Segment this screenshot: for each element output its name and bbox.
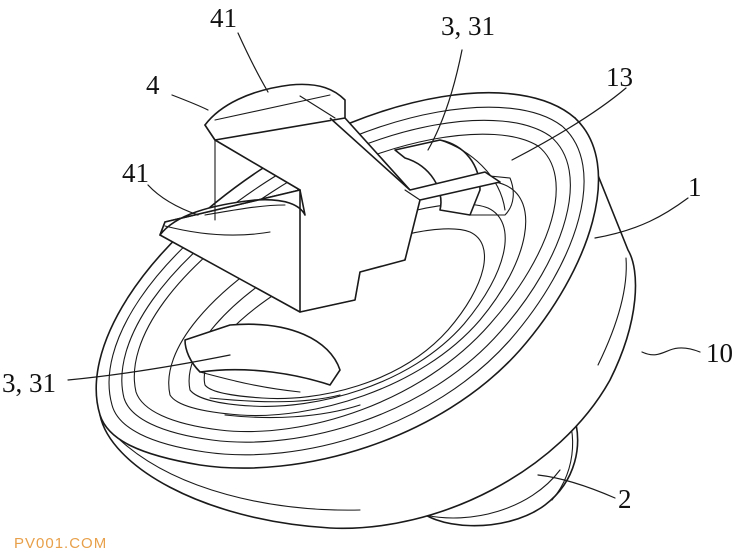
label-ref-10: 10 xyxy=(706,338,733,368)
label-ref-3-31-left: 3, 31 xyxy=(2,368,56,398)
label-ref-13: 13 xyxy=(606,62,633,92)
watermark-text: PV001.COM xyxy=(14,535,107,552)
label-ref-41-left: 41 xyxy=(122,158,149,188)
label-ref-1: 1 xyxy=(688,172,702,202)
slot-stop-top xyxy=(394,139,514,216)
label-ref-3-31-top: 3, 31 xyxy=(441,11,495,41)
label-ref-2: 2 xyxy=(618,484,632,514)
label-ref-4: 4 xyxy=(146,70,160,100)
label-ref-41-top: 41 xyxy=(210,3,237,33)
slot-stop-bottom xyxy=(184,323,361,419)
cross-bar xyxy=(159,83,501,313)
leader-lines xyxy=(67,32,701,499)
